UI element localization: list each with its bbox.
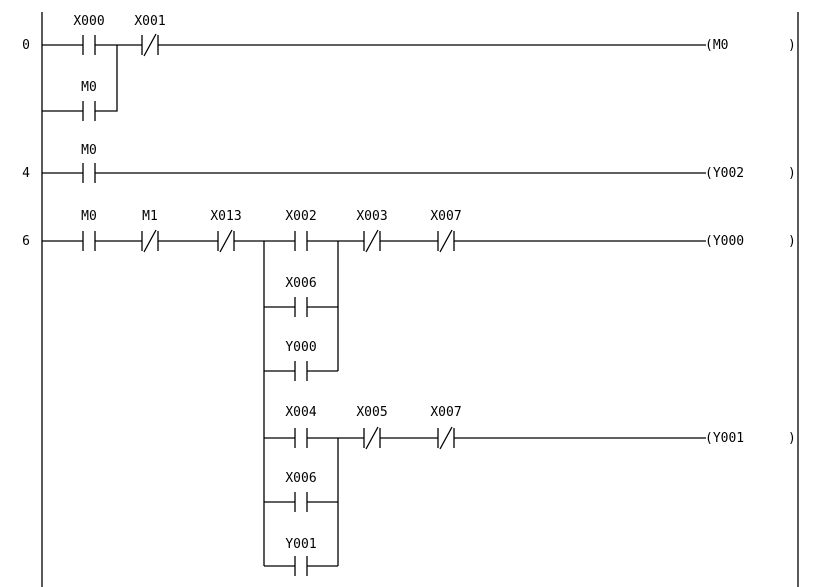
contact-no[interactable]: X006 <box>285 471 317 512</box>
contact-label: X001 <box>134 14 165 29</box>
rung-4: 4 M0 (Y002 ) <box>22 143 796 183</box>
contact-no[interactable]: M0 <box>81 143 97 183</box>
rung-6: 6 M0 M1 X013 <box>22 209 796 576</box>
contact-label: X006 <box>285 471 316 486</box>
coil[interactable]: (Y001 ) <box>705 431 796 446</box>
contact-label: Y001 <box>285 537 316 552</box>
coil-close: ) <box>788 234 796 249</box>
contact-label: X004 <box>285 405 316 420</box>
contact-label: X003 <box>356 209 387 224</box>
coil-close: ) <box>788 166 796 181</box>
coil[interactable]: (M0 ) <box>705 38 796 53</box>
contact-label: Y000 <box>285 340 316 355</box>
coil-label: (Y002 <box>705 166 744 181</box>
coil-label: (M0 <box>705 38 728 53</box>
contact-no[interactable]: Y001 <box>285 537 317 576</box>
contact-label: M0 <box>81 80 97 95</box>
contact-label: X013 <box>210 209 241 224</box>
contact-no[interactable]: M0 <box>81 80 97 121</box>
contact-label: X007 <box>430 405 461 420</box>
contact-label: M0 <box>81 209 97 224</box>
contact-nc[interactable]: X007 <box>430 405 462 450</box>
contact-nc[interactable]: X001 <box>134 14 166 57</box>
contact-no[interactable]: X000 <box>73 14 105 55</box>
contact-label: X005 <box>356 405 387 420</box>
contact-no[interactable]: X002 <box>285 209 317 251</box>
coil-label: (Y000 <box>705 234 744 249</box>
contact-no[interactable]: X006 <box>285 276 317 317</box>
contact-label: X007 <box>430 209 461 224</box>
coil[interactable]: (Y002 ) <box>705 166 796 181</box>
contact-no[interactable]: X004 <box>285 405 317 448</box>
contact-nc[interactable]: X013 <box>210 209 242 253</box>
coil-close: ) <box>788 38 796 53</box>
rung-0: 0 X000 X001 M0 (M0 ) <box>22 14 796 121</box>
step-number: 6 <box>22 234 30 249</box>
contact-no[interactable]: Y000 <box>285 340 317 381</box>
contact-label: X000 <box>73 14 104 29</box>
contact-label: X006 <box>285 276 316 291</box>
step-number: 4 <box>22 166 30 181</box>
coil-label: (Y001 <box>705 431 744 446</box>
contact-label: M1 <box>142 209 158 224</box>
contact-nc[interactable]: X007 <box>430 209 462 253</box>
contact-nc[interactable]: X005 <box>356 405 388 450</box>
contact-no[interactable]: M0 <box>81 209 97 251</box>
coil[interactable]: (Y000 ) <box>705 234 796 249</box>
contact-nc[interactable]: X003 <box>356 209 388 253</box>
coil-close: ) <box>788 431 796 446</box>
contact-label: M0 <box>81 143 97 158</box>
step-number: 0 <box>22 38 30 53</box>
contact-label: X002 <box>285 209 316 224</box>
contact-nc[interactable]: M1 <box>141 209 159 253</box>
